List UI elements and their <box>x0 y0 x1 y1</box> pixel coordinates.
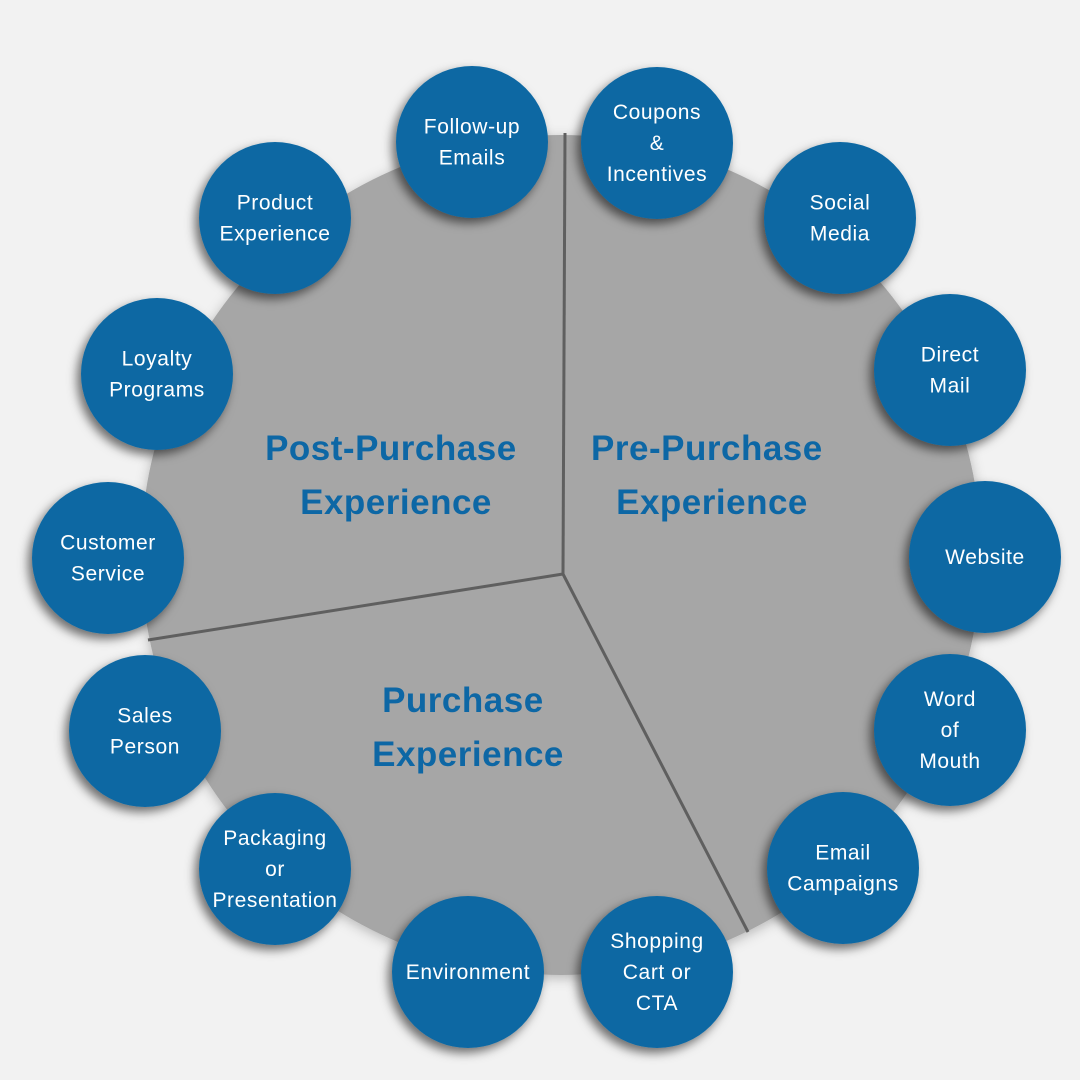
node-label: Website <box>945 546 1025 569</box>
node-circle <box>199 142 351 294</box>
node-label-line: Website <box>945 546 1025 569</box>
node-circle <box>767 792 919 944</box>
node-circle <box>199 793 351 945</box>
node-label-line: Customer <box>60 532 156 555</box>
node-label-line: Media <box>810 223 870 246</box>
node-label-line: Shopping <box>610 930 704 953</box>
node-label-line: Presentation <box>212 889 337 912</box>
node-label-line: Coupons <box>613 101 701 124</box>
node-label-line: Sales <box>117 705 173 728</box>
node-circle <box>874 654 1026 806</box>
node-circle <box>81 298 233 450</box>
node-label-line: Word <box>924 688 976 711</box>
node-label-line: Incentives <box>607 163 708 186</box>
node-circle <box>69 655 221 807</box>
node-label: Coupons & Incentives <box>607 101 708 186</box>
node-label-line: Service <box>71 563 145 586</box>
divider-top <box>561 132 567 575</box>
node-circle <box>764 142 916 294</box>
node-label: Environment <box>406 961 531 984</box>
node-label-line: of <box>941 719 960 742</box>
node-circle <box>396 66 548 218</box>
node-label-line: Environment <box>406 961 531 984</box>
node-label-line: Cart or <box>623 961 691 984</box>
node-label-line: Direct <box>921 344 979 367</box>
wheel-background <box>141 135 981 975</box>
node-label-line: Email <box>815 842 871 865</box>
node-label-line: Packaging <box>223 827 326 850</box>
node-circle <box>392 896 544 1048</box>
segment-label-pre-purchase: Pre-Purchase Experience <box>591 429 833 522</box>
segment-label-purchase: Purchase Experience <box>372 681 564 774</box>
node-label-line: & <box>650 132 665 155</box>
node-circle <box>581 896 733 1048</box>
node-label-line: Mouth <box>919 750 980 773</box>
node-label-line: CTA <box>636 992 678 1015</box>
node-label-line: or <box>265 858 285 881</box>
node-label-line: Loyalty <box>122 348 193 371</box>
node-label-line: Campaigns <box>787 873 899 896</box>
segment-dividers <box>147 132 750 933</box>
node-circle <box>874 294 1026 446</box>
node-environment: Environment <box>392 896 544 1048</box>
node-label-line: Social <box>810 192 871 215</box>
segment-labels: Post-Purchase Experience Pre-Purchase Ex… <box>265 429 833 774</box>
node-label-line: Experience <box>219 223 330 246</box>
node-label-line: Programs <box>109 379 205 402</box>
node-label-line: Mail <box>930 375 971 398</box>
node-circle <box>909 481 1061 633</box>
node-circle <box>32 482 184 634</box>
divider-bottom <box>561 573 750 933</box>
node-circle <box>581 67 733 219</box>
node-label-line: Follow-up <box>424 116 520 139</box>
node-label-line: Emails <box>439 147 506 170</box>
divider-left <box>147 572 564 642</box>
node-website: Website <box>909 481 1061 633</box>
node-label-line: Product <box>237 192 314 215</box>
node-coupons-incentives: Coupons & Incentives <box>581 67 733 219</box>
node-label-line: Person <box>110 736 180 759</box>
segment-label-post-purchase: Post-Purchase Experience <box>265 429 527 522</box>
